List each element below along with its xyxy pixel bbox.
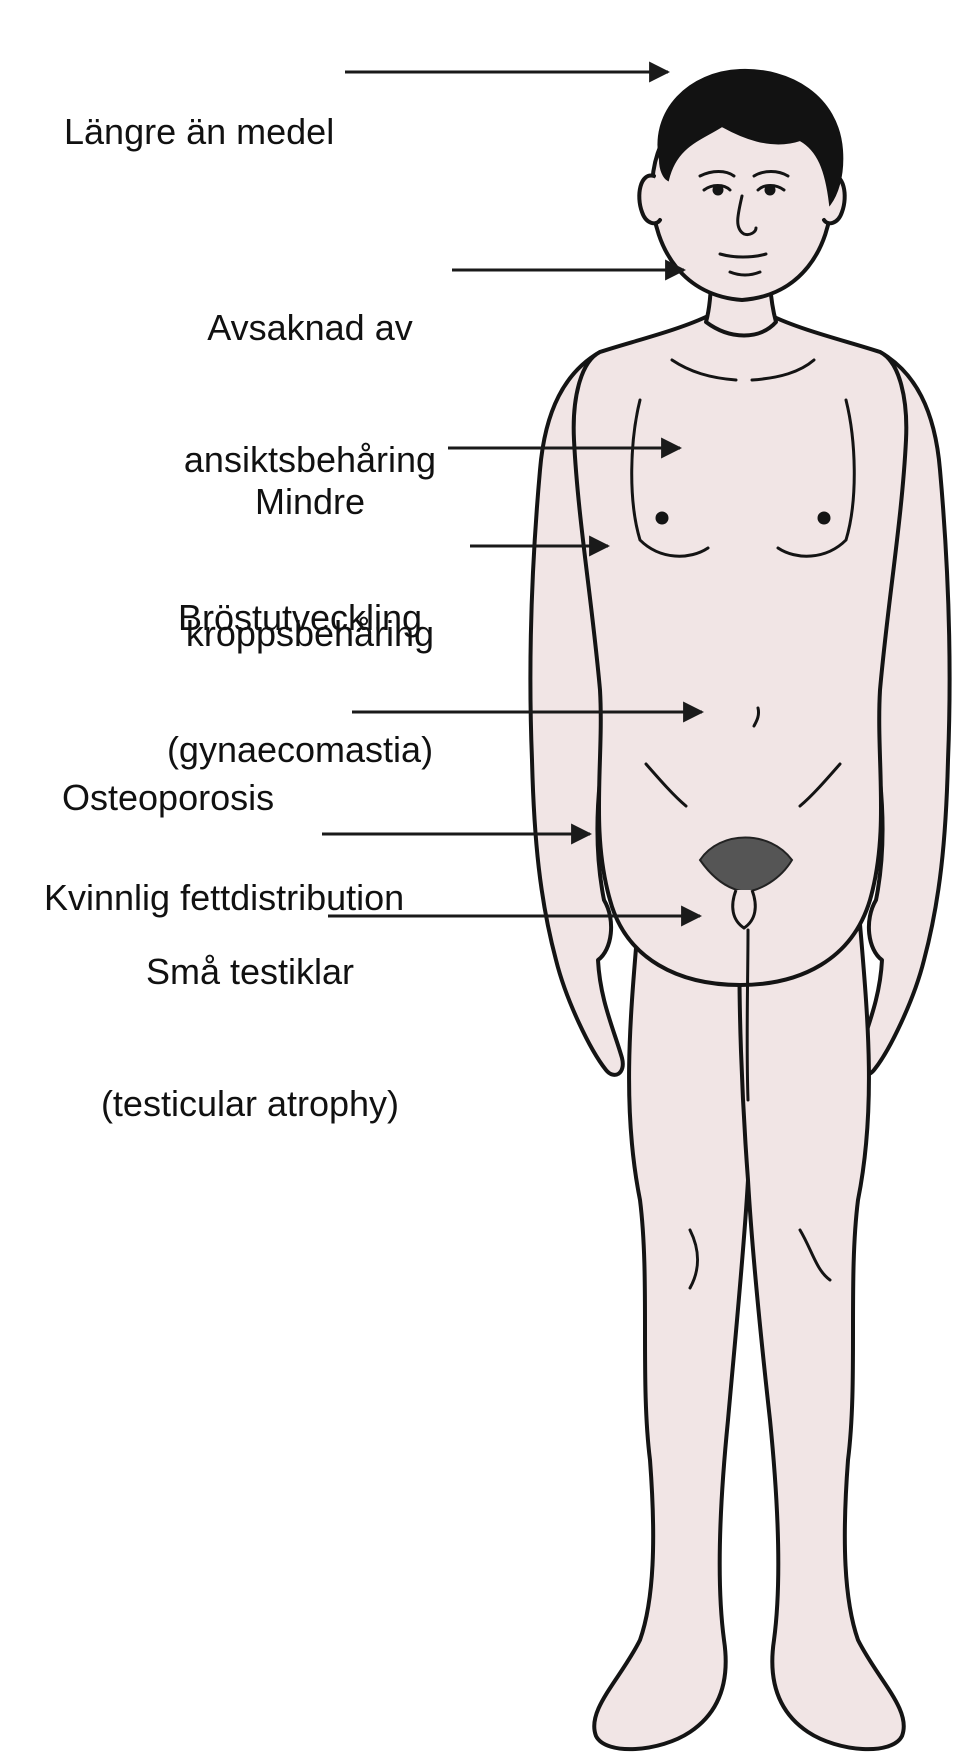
genitals	[733, 890, 756, 928]
label-facial-hair-line-1: Avsaknad av	[150, 306, 470, 350]
label-testes-line-2: (testicular atrophy)	[50, 1082, 450, 1126]
label-testes: Små testiklar (testicular atrophy)	[50, 862, 450, 1214]
nipple-left	[657, 513, 667, 523]
nipple-right	[819, 513, 829, 523]
left-leg	[594, 900, 751, 1749]
label-taller-line-1: Längre än medel	[64, 110, 334, 154]
right-pupil	[766, 186, 774, 194]
label-breast-line-1: Bröstutveckling	[130, 596, 470, 640]
inner-leg-line	[747, 930, 748, 1100]
label-taller: Längre än medel	[64, 22, 334, 242]
label-testes-line-1: Små testiklar	[50, 950, 450, 994]
left-pupil	[714, 186, 722, 194]
